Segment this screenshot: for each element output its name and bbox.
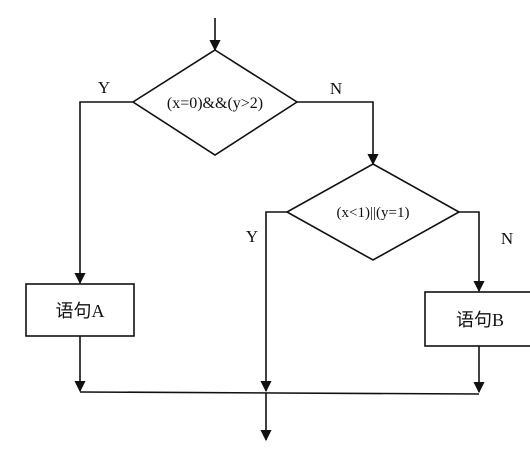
decision1-yes-line	[74, 101, 133, 285]
decision2-diamond	[285, 163, 461, 261]
decision1-diamond	[131, 49, 299, 156]
decision1-no-label: N	[330, 79, 342, 98]
decision2-yes-line	[260, 211, 287, 393]
merge-line	[79, 391, 480, 395]
process-a-label: 语句A	[56, 301, 105, 321]
process-b-box	[424, 291, 530, 347]
decision2-no-label: N	[501, 229, 513, 248]
decision2-no-line	[459, 211, 485, 293]
decision1-yes-label: Y	[98, 78, 110, 97]
decision1-no-line	[297, 101, 379, 166]
decision1-condition: (x=0)&&(y>2)	[167, 95, 263, 112]
decision2-condition: (x<1)||(y=1)	[337, 205, 410, 221]
decision2-yes-label: Y	[246, 227, 258, 246]
process-b-label: 语句B	[456, 310, 504, 330]
